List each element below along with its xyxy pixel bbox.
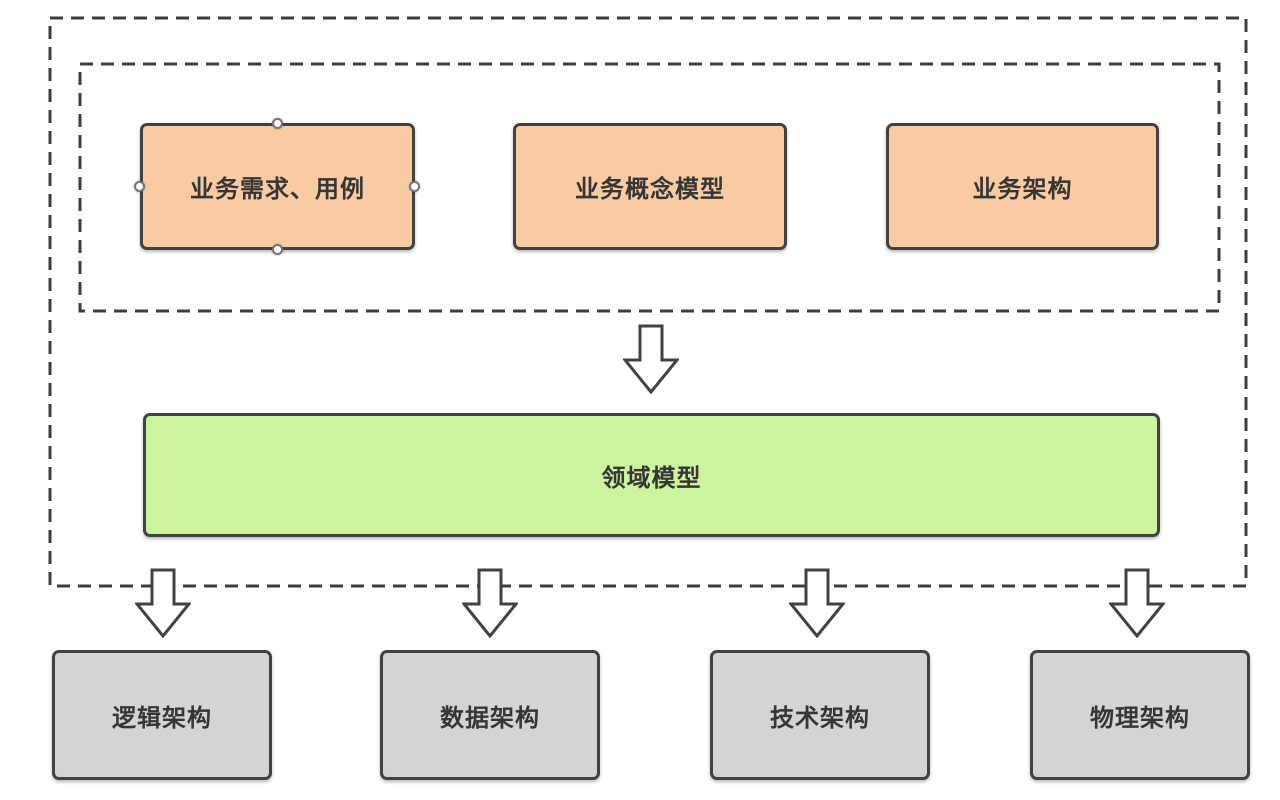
domain-model-box[interactable]: 领域模型 [143,413,1160,537]
down-arrow-icon[interactable] [789,568,845,638]
technical-architecture-box[interactable]: 技术架构 [710,650,930,780]
logical-architecture-label: 逻辑架构 [112,704,212,732]
outer-dashed-container[interactable] [48,16,1248,588]
business-architecture-box[interactable]: 业务架构 [886,123,1159,250]
physical-architecture-label: 物理架构 [1090,704,1190,732]
selection-handle-right-icon[interactable] [409,181,420,192]
selection-handle-top-icon[interactable] [272,118,283,129]
down-arrow-icon[interactable] [462,568,518,638]
business-requirements-box[interactable]: 业务需求、用例 [140,123,415,250]
down-arrow-icon[interactable] [1109,568,1165,638]
domain-model-label: 领域模型 [601,464,702,492]
data-architecture-box[interactable]: 数据架构 [380,650,600,780]
physical-architecture-box[interactable]: 物理架构 [1030,650,1250,780]
selection-handle-left-icon[interactable] [134,181,145,192]
business-concept-model-box[interactable]: 业务概念模型 [513,123,787,250]
business-requirements-label: 业务需求、用例 [190,176,365,203]
business-architecture-label: 业务架构 [972,176,1073,203]
down-arrow-icon[interactable] [623,324,679,394]
technical-architecture-label: 技术架构 [770,704,870,732]
business-concept-model-label: 业务概念模型 [575,176,725,203]
logical-architecture-box[interactable]: 逻辑架构 [52,650,272,780]
down-arrow-icon[interactable] [135,568,191,638]
selection-handle-bottom-icon[interactable] [272,244,283,255]
inner-dashed-container[interactable] [78,62,1221,313]
data-architecture-label: 数据架构 [440,704,540,732]
